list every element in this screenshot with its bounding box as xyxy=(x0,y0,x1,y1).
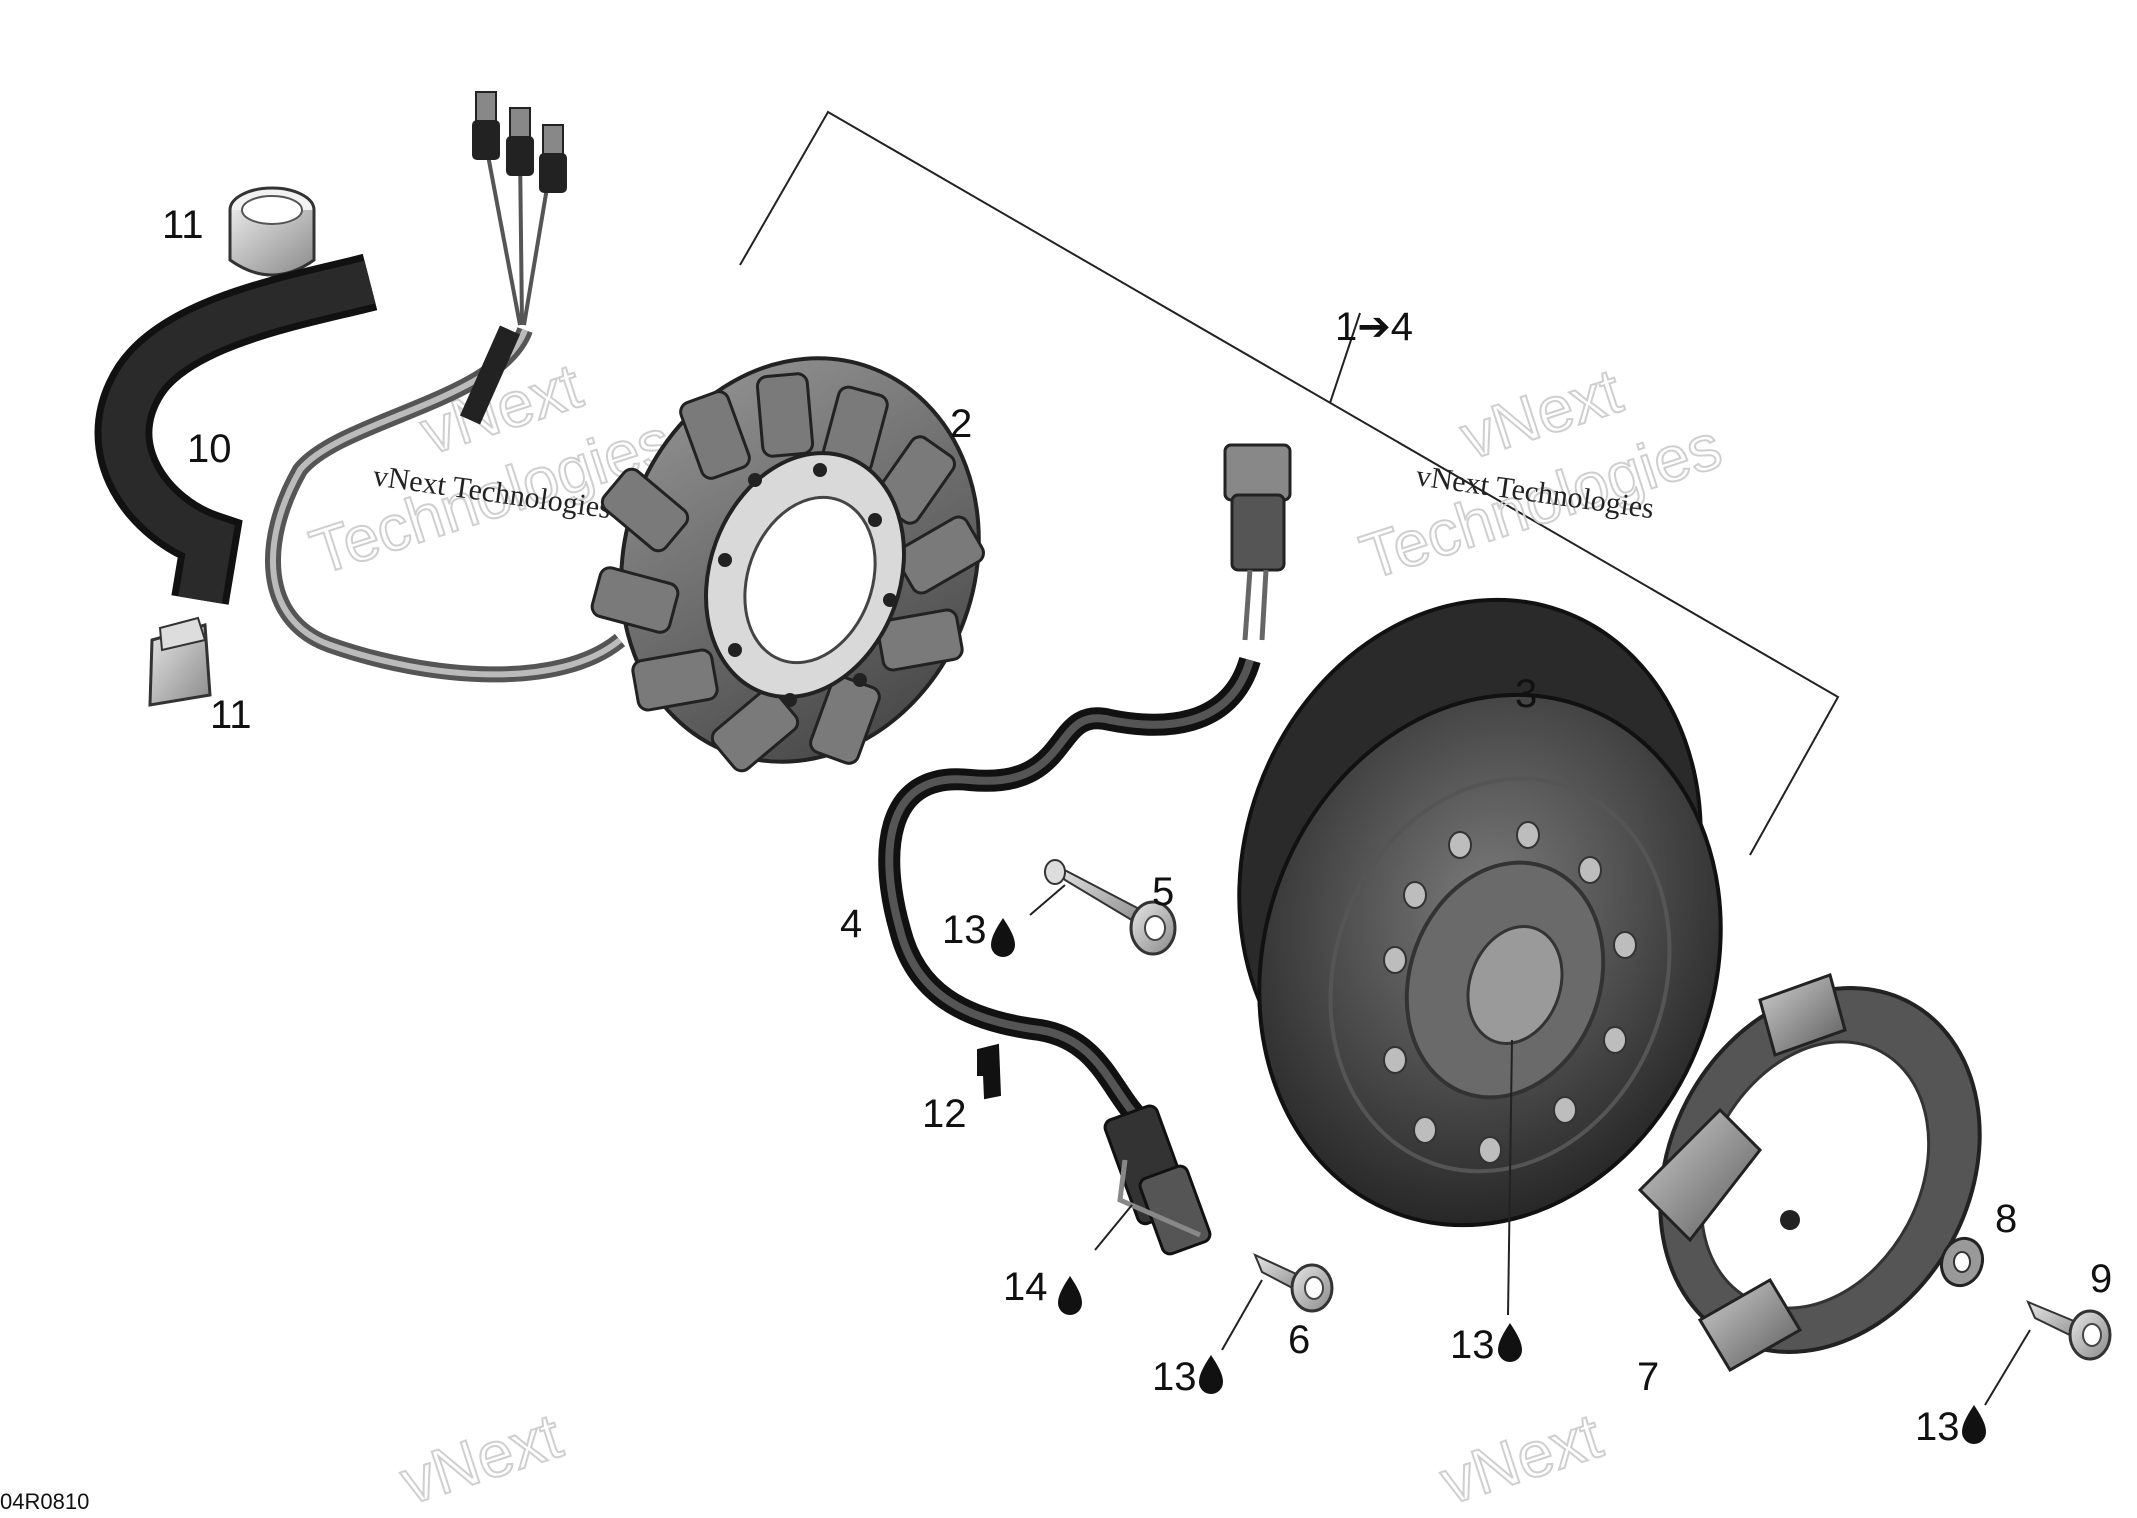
screw-6-part xyxy=(1253,1253,1334,1313)
rotor-part xyxy=(1237,597,1723,1228)
washer-part xyxy=(1939,1236,1985,1288)
drawing-code: 04R0810 xyxy=(0,1489,89,1513)
harness-part xyxy=(878,443,1292,1256)
screw-9-part xyxy=(2026,1300,2112,1361)
stator-connectors xyxy=(472,91,567,193)
stator-part xyxy=(590,356,985,773)
callout-screw-9: 9 xyxy=(2090,1257,2112,1301)
callout-assembly: 1➔4 xyxy=(1335,305,1413,349)
drop-icon xyxy=(1498,1323,1522,1362)
watermark-brand: vNext xyxy=(1432,1399,1610,1513)
watermark-right: vNext Technologies vNext Technologies xyxy=(1351,353,1731,594)
hose-part xyxy=(94,253,378,605)
leader-lines xyxy=(1029,884,2031,1406)
drop-icon xyxy=(1199,1355,1223,1394)
callout-stator: 2 xyxy=(950,402,972,446)
watermark-bottom-left: vNext xyxy=(391,1398,571,1518)
screw-5-part xyxy=(1044,859,1177,956)
watermark-bottom-right: vNext xyxy=(1431,1398,1611,1518)
assembly-bracket xyxy=(739,110,1840,856)
callout-hose: 10 xyxy=(187,427,232,471)
drop-icons xyxy=(991,918,1986,1444)
clamp-top-part xyxy=(228,186,316,277)
callout-clamp-top: 11 xyxy=(162,203,204,247)
drop-icon xyxy=(1962,1405,1986,1444)
callout-loctite-b: 13 xyxy=(1152,1355,1197,1399)
callout-loctite-a: 13 xyxy=(942,908,987,952)
callout-grease: 14 xyxy=(1003,1265,1048,1309)
callout-loctite-c: 13 xyxy=(1450,1323,1495,1367)
drop-icon xyxy=(1058,1276,1082,1315)
callout-cover: 7 xyxy=(1637,1355,1659,1399)
callout-clip: 12 xyxy=(922,1092,967,1136)
callout-clamp-bottom: 11 xyxy=(210,693,252,737)
callout-rotor: 3 xyxy=(1515,672,1537,716)
callouts: 1➔4 2 3 4 5 6 7 8 9 10 11 11 12 13 13 13… xyxy=(162,203,2112,1449)
clip-part xyxy=(977,1043,1002,1100)
cover-part xyxy=(1637,973,1982,1373)
callout-loctite-d: 13 xyxy=(1915,1405,1960,1449)
callout-harness: 4 xyxy=(840,902,862,946)
watermark-brand: vNext xyxy=(392,1399,570,1513)
callout-screw-5: 5 xyxy=(1152,870,1174,914)
clamp-bottom-part xyxy=(148,616,212,707)
drop-icon xyxy=(991,918,1015,957)
callout-washer: 8 xyxy=(1995,1197,2017,1241)
callout-screw-6: 6 xyxy=(1288,1318,1310,1362)
stator-wires xyxy=(264,149,626,683)
